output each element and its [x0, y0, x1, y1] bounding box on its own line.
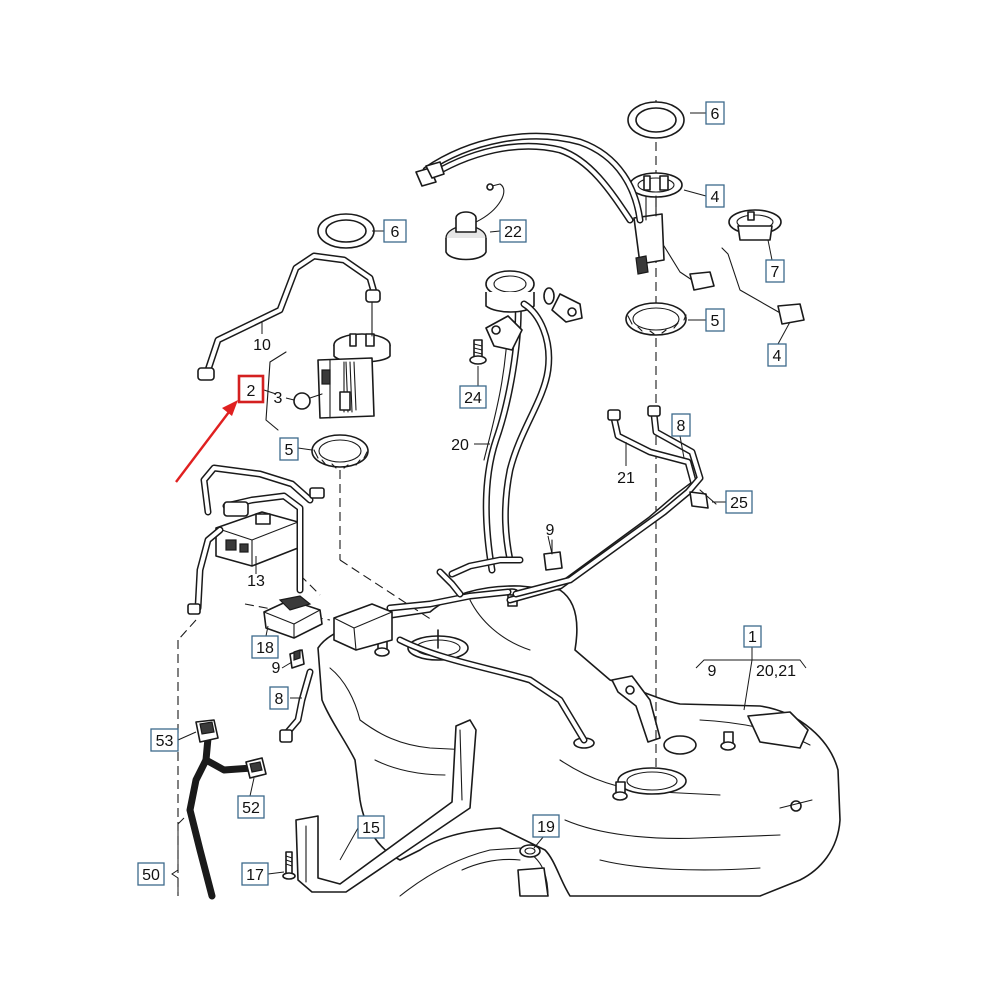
- heat-shield: [295, 719, 477, 893]
- lower-shell: [399, 844, 549, 897]
- callout-3-label: 3: [274, 390, 283, 407]
- leader-lines: [177, 112, 791, 875]
- seal-ring-right: [625, 302, 687, 336]
- callout-19[interactable]: 19: [532, 814, 560, 838]
- callout-15-label: 15: [362, 820, 380, 837]
- seal-ring-left: [311, 434, 369, 469]
- top-fuel-lines: [415, 132, 644, 224]
- lock-ring-left: [317, 213, 375, 249]
- hose-8-lower: [279, 668, 314, 743]
- callout-22-label: 22: [504, 224, 522, 241]
- highlight-arrow-shaft: [175, 407, 233, 483]
- callout-52[interactable]: 52: [237, 795, 265, 819]
- reference-braces: [171, 646, 807, 896]
- callout-18[interactable]: 18: [251, 635, 279, 659]
- callout-7[interactable]: 7: [765, 259, 785, 283]
- tank-feed-lines: [333, 556, 588, 744]
- callout-25[interactable]: 25: [725, 490, 753, 514]
- filler-cap: [445, 183, 505, 261]
- callout-2-highlighted[interactable]: 2: [237, 374, 265, 404]
- highlight-arrow-head: [222, 400, 238, 416]
- label-10: 10: [253, 337, 271, 354]
- level-sender-7: [721, 209, 805, 325]
- filler-neck: [482, 270, 583, 574]
- callout-24[interactable]: 24: [459, 385, 487, 409]
- label-9-left: 9: [272, 660, 281, 677]
- highlight-annotation: [175, 400, 238, 483]
- callout-6-top[interactable]: 6: [705, 101, 725, 125]
- fuel-line-10: [197, 252, 381, 381]
- callout-17[interactable]: 17: [241, 862, 269, 886]
- clip-9-left: [289, 649, 305, 669]
- bracket-18: [263, 595, 323, 639]
- callout-24-label: 24: [464, 390, 482, 407]
- callout-22[interactable]: 22: [499, 219, 527, 243]
- callout-5-left-label: 5: [285, 442, 294, 459]
- fuel-pump-module: [265, 333, 391, 431]
- callout-6-left-label: 6: [391, 224, 400, 241]
- callout-8-right-label: 8: [677, 418, 686, 435]
- bolt-17: [282, 851, 296, 880]
- callout-17-label: 17: [246, 867, 264, 884]
- callout-53-label: 53: [156, 733, 174, 750]
- wire-harness: [186, 719, 267, 900]
- callout-4-right-label: 4: [773, 348, 782, 365]
- callout-5-right-label: 5: [711, 313, 720, 330]
- callout-2-label: 2: [247, 383, 256, 400]
- callout-19-label: 19: [537, 819, 555, 836]
- callout-6-top-label: 6: [711, 106, 720, 123]
- callout-8-left[interactable]: 8: [269, 686, 289, 710]
- callout-50[interactable]: 50: [137, 862, 165, 886]
- callout-53[interactable]: 53: [150, 728, 179, 752]
- callout-8-left-label: 8: [275, 691, 284, 708]
- label-20: 20: [451, 437, 469, 454]
- filter-assembly-13: [187, 464, 325, 615]
- callout-25-label: 25: [730, 495, 748, 512]
- callout-7-label: 7: [771, 264, 780, 281]
- callout-52-label: 52: [242, 800, 260, 817]
- callout-4-top[interactable]: 4: [705, 184, 725, 208]
- callout-5-left[interactable]: 5: [279, 437, 299, 461]
- callout-6-left[interactable]: 6: [383, 219, 407, 243]
- fuel-lines-8-21: [506, 405, 717, 604]
- callout-8-right[interactable]: 8: [671, 413, 691, 437]
- fuel-sender-right: [629, 172, 715, 291]
- label-20-21: 20,21: [756, 663, 796, 680]
- callout-5-right[interactable]: 5: [705, 308, 725, 332]
- label-13: 13: [247, 573, 265, 590]
- callout-1[interactable]: 1: [743, 625, 762, 648]
- label-21: 21: [617, 470, 635, 487]
- callout-1-label: 1: [748, 629, 757, 646]
- callout-4-top-label: 4: [711, 189, 720, 206]
- callout-4-right[interactable]: 4: [767, 343, 787, 367]
- label-9-right: 9: [708, 663, 717, 680]
- label-9-center: 9: [546, 522, 555, 539]
- bolt-24: [469, 339, 487, 365]
- callout-50-label: 50: [142, 867, 160, 884]
- lock-ring-top-right: [627, 101, 685, 139]
- callout-15[interactable]: 15: [357, 815, 385, 839]
- callout-3[interactable]: 3: [274, 390, 283, 407]
- callout-18-label: 18: [256, 640, 274, 657]
